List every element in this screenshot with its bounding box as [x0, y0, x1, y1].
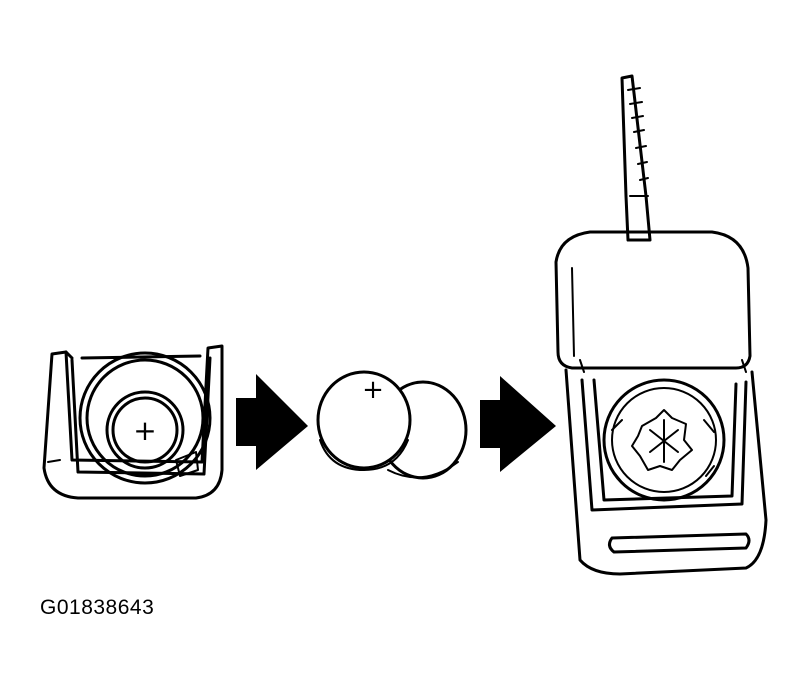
key-blade-icon: [620, 74, 652, 242]
battery-in-seat: [105, 390, 185, 470]
plus-sign-left: +: [133, 414, 156, 447]
key-fob-assembled: [554, 74, 768, 576]
plus-sign-battery: +: [362, 375, 384, 405]
arrow-right-icon: [480, 376, 556, 472]
figure-id-label: G01838643: [40, 596, 155, 619]
battery-seat-ring: [602, 378, 726, 502]
fob-half-open: [42, 344, 224, 500]
circuit-contact: [631, 409, 693, 471]
arrow-right-icon: [236, 374, 308, 470]
battery-seat-ring: [78, 351, 212, 485]
coin-battery-icon: [316, 370, 412, 470]
coin-battery-pair: [316, 370, 468, 480]
